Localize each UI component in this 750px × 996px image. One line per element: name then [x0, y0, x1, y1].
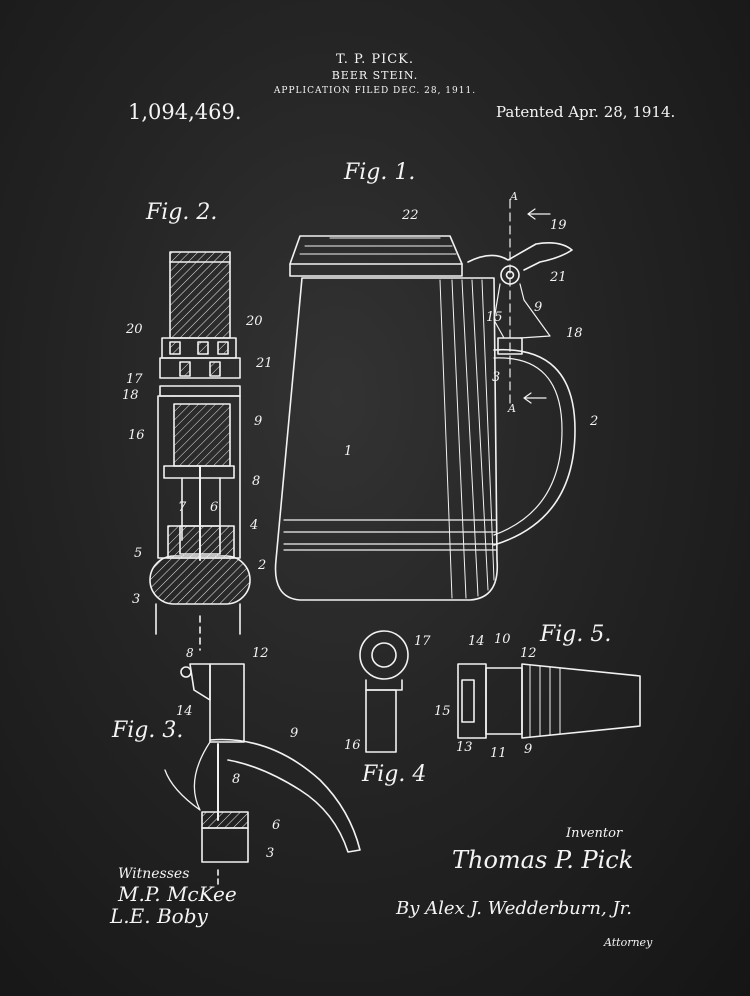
ref-numeral: 8: [232, 772, 241, 787]
ref-numeral: 18: [566, 326, 583, 341]
witnesses-label: Witnesses: [118, 866, 190, 882]
ref-numeral: 16: [128, 428, 145, 443]
ref-numeral: 8: [252, 474, 261, 489]
ref-numeral: 9: [534, 300, 543, 315]
ref-numeral: 20: [126, 322, 143, 337]
ref-numeral: 3: [266, 846, 275, 861]
witness-signature: L.E. Boby: [110, 904, 208, 928]
ref-numeral: 16: [344, 738, 361, 753]
ref-numeral: 9: [290, 726, 299, 741]
ref-numeral: A: [508, 402, 516, 415]
fig3-section: [164, 663, 361, 889]
invention-title: BEER STEIN.: [331, 69, 419, 82]
fig5-label: Fig. 5.: [540, 622, 612, 647]
application-filed: APPLICATION FILED DEC. 28, 1911.: [273, 86, 477, 96]
attorney-signature: By Alex J. Wedderburn, Jr.: [396, 898, 632, 919]
fig5-handle: [521, 663, 641, 739]
ref-numeral: 14: [468, 634, 485, 649]
ref-numeral: 21: [550, 270, 567, 285]
ref-numeral: 2: [258, 558, 267, 573]
fig1-label: Fig. 1.: [344, 160, 416, 185]
ref-numeral: 7: [178, 500, 187, 515]
fig2-label: Fig. 2.: [146, 200, 218, 225]
ref-numeral: 3: [132, 592, 141, 607]
ref-numeral: 15: [434, 704, 451, 719]
ref-numeral: 15: [486, 310, 503, 325]
stein-body: [274, 277, 499, 601]
fig2-lift-section: [169, 251, 231, 339]
ref-numeral: 1: [344, 444, 353, 459]
ref-numeral: 14: [176, 704, 193, 719]
fig1-stein: [274, 199, 576, 601]
witness-signature: M.P. McKee: [118, 882, 237, 906]
ref-numeral: 2: [590, 414, 599, 429]
ref-numeral: 6: [210, 500, 219, 515]
fig2-section: [149, 251, 251, 651]
fig4-ring: [359, 630, 409, 680]
ref-numeral: 6: [272, 818, 281, 833]
ref-numeral: 4: [250, 518, 259, 533]
ref-numeral: 13: [456, 740, 473, 755]
fig4-part: [359, 630, 409, 753]
ref-numeral: 19: [550, 218, 567, 233]
ref-numeral: 10: [494, 632, 511, 647]
inventor-label: Inventor: [566, 826, 623, 841]
ref-numeral: 5: [134, 546, 143, 561]
fig5-part: [457, 663, 641, 739]
stein-handle: [493, 348, 576, 546]
ref-numeral: 9: [254, 414, 263, 429]
fig3-handle: [209, 738, 361, 853]
ref-numeral: 3: [492, 370, 501, 385]
ref-numeral: 12: [252, 646, 269, 661]
ref-numeral: 21: [256, 356, 273, 371]
fig2-handle-section: [149, 555, 251, 605]
ref-numeral: 17: [126, 372, 143, 387]
ref-numeral: 12: [520, 646, 537, 661]
stein-band: [283, 519, 498, 551]
inventor-signature: Thomas P. Pick: [452, 846, 634, 874]
ref-numeral: 17: [414, 634, 431, 649]
patent-date: Patented Apr. 28, 1914.: [496, 103, 676, 121]
ref-numeral: 18: [122, 388, 139, 403]
ref-numeral: 22: [402, 208, 419, 223]
ref-numeral: 11: [490, 746, 507, 761]
fig3-block: [209, 663, 245, 743]
patent-number: 1,094,469.: [128, 100, 242, 124]
fig4-stem: [365, 689, 397, 753]
ref-numeral: 20: [246, 314, 263, 329]
fig4-label: Fig. 4: [362, 762, 427, 787]
fig5-clip: [457, 663, 487, 739]
ref-numeral: A: [510, 190, 518, 203]
inventor-name: T. P. PICK.: [335, 52, 415, 67]
ref-numeral: 9: [524, 742, 533, 757]
stein-lid: [289, 235, 463, 265]
ref-numeral: 8: [186, 646, 194, 660]
fig3-label: Fig. 3.: [112, 718, 184, 743]
attorney-label: Attorney: [604, 936, 653, 949]
thumb-lift: [467, 242, 573, 271]
